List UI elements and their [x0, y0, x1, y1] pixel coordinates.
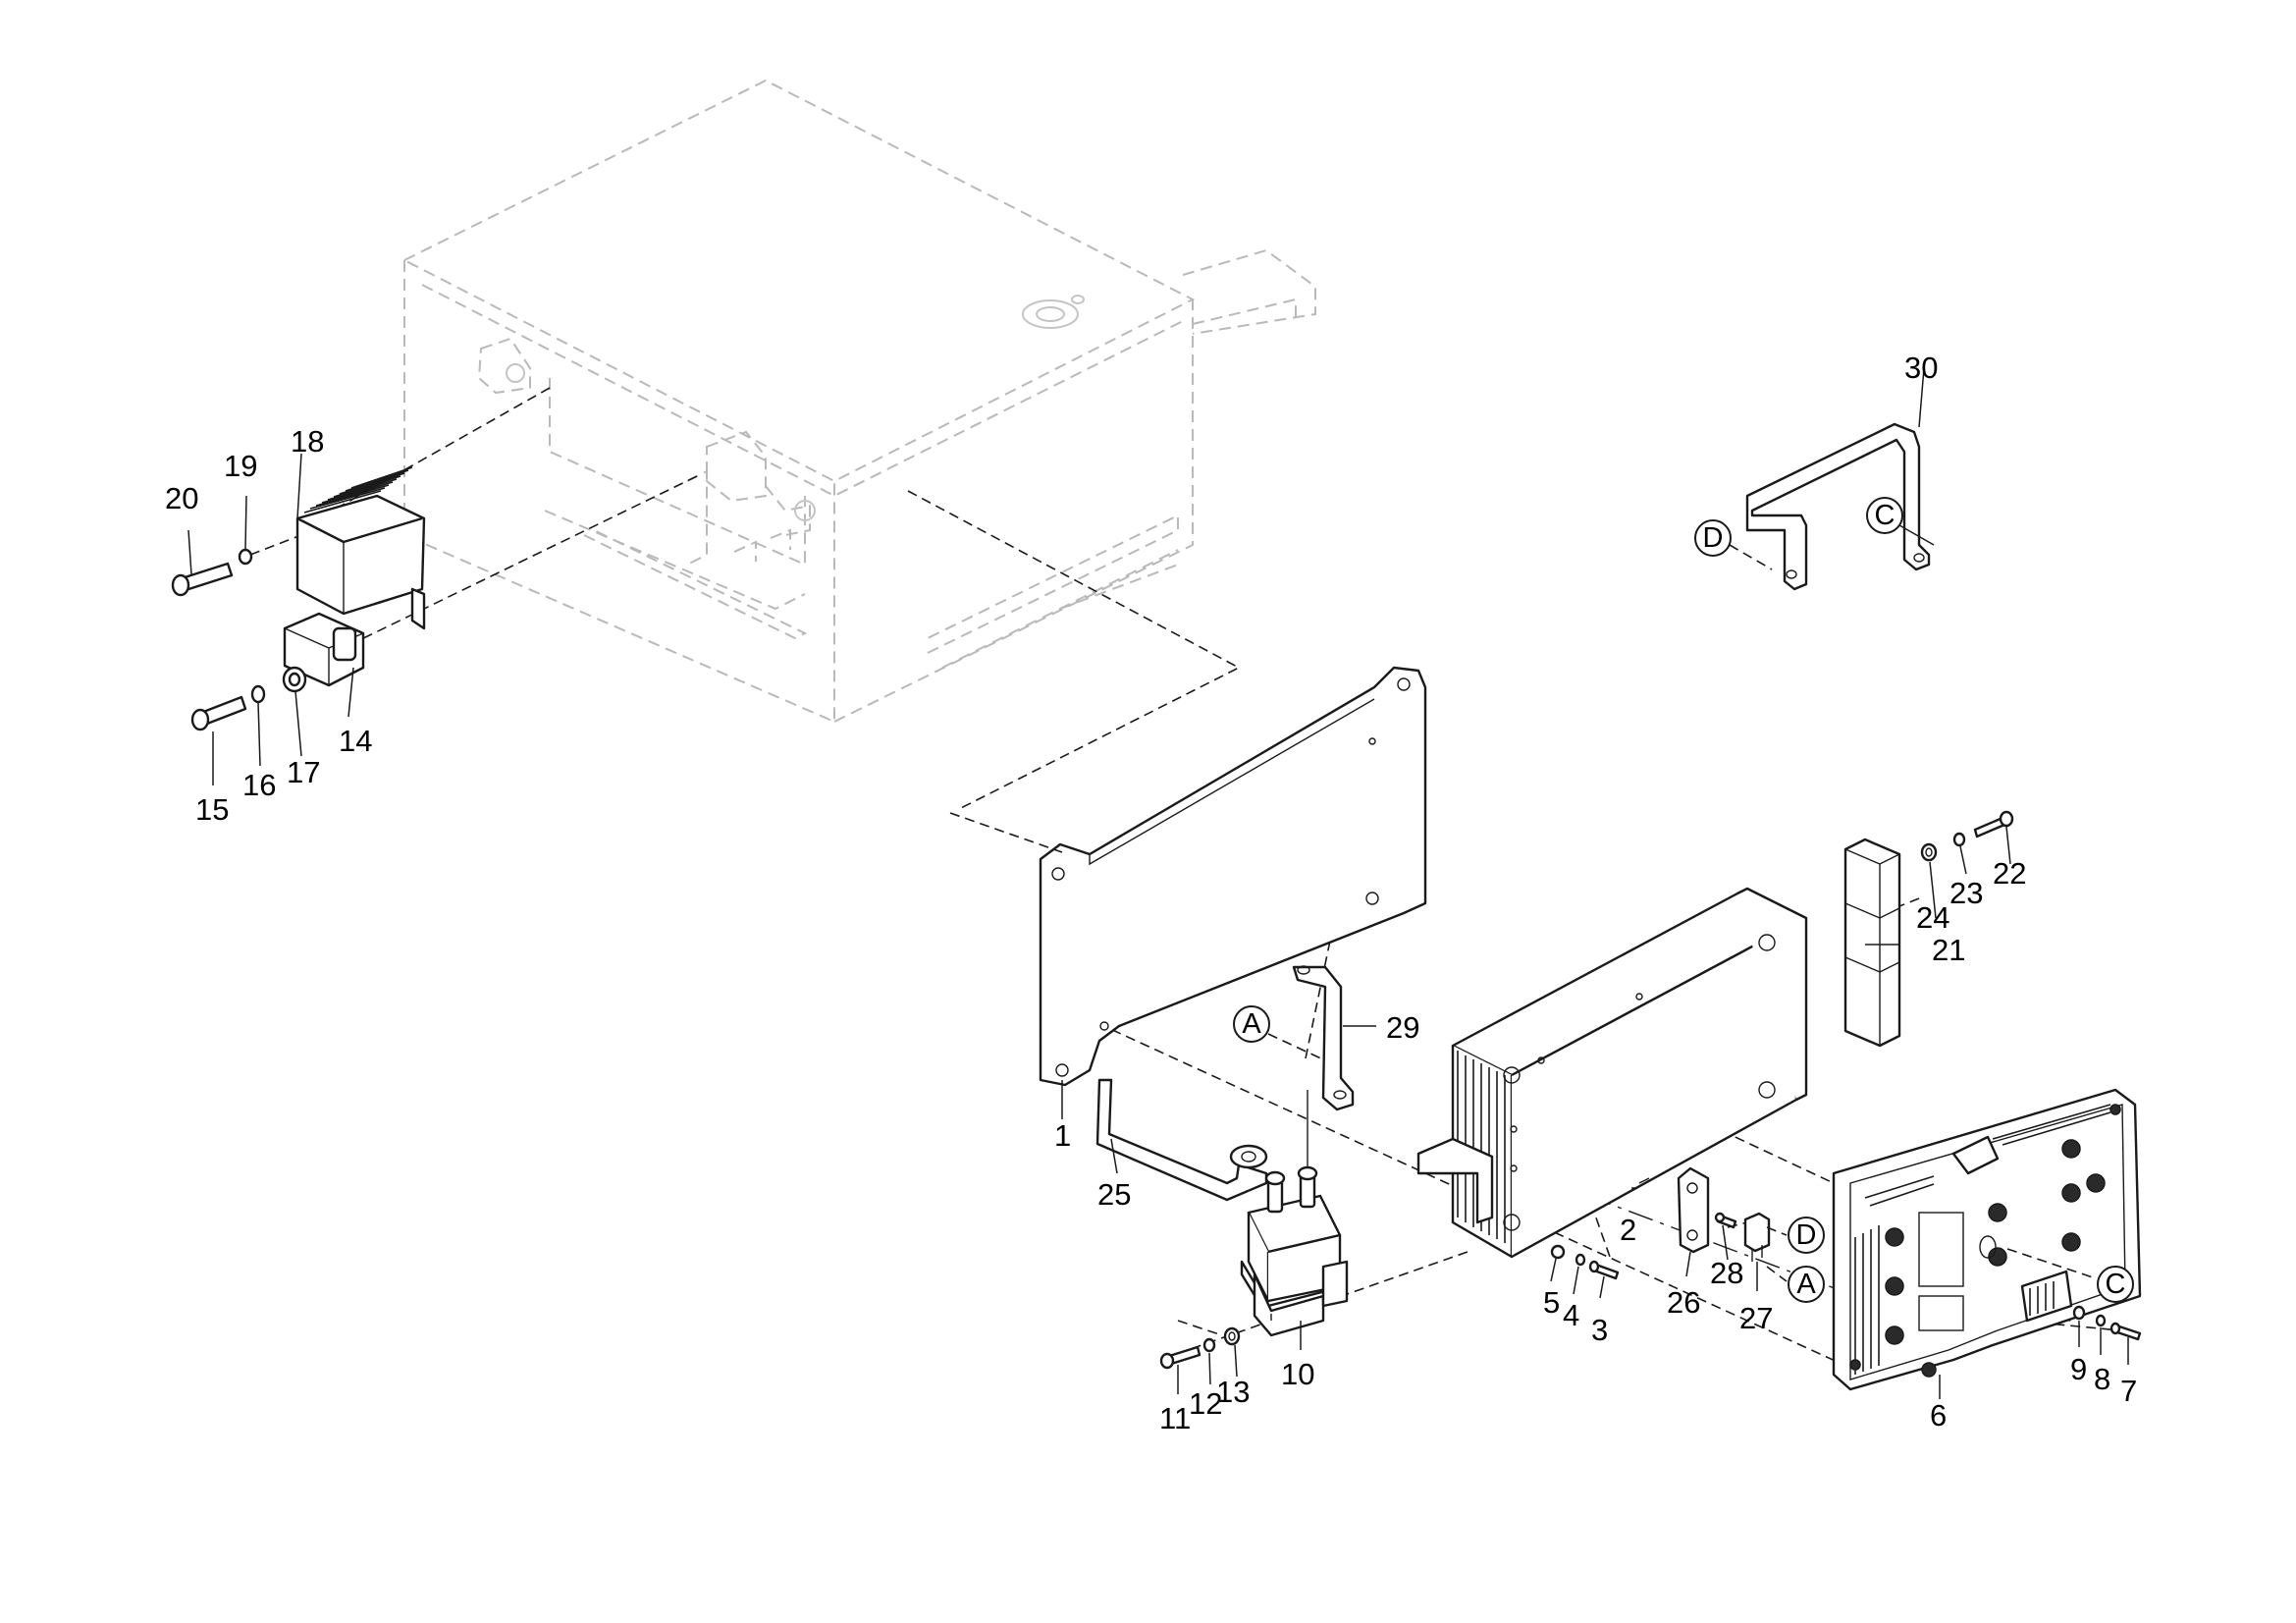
- callout-12: 12: [1189, 1386, 1222, 1421]
- part-14-clamp: [283, 612, 365, 687]
- callout-15: 15: [195, 792, 229, 827]
- callout-25: 25: [1097, 1177, 1131, 1212]
- callout-10: 10: [1281, 1357, 1314, 1391]
- callout-leaders: [187, 367, 2129, 1399]
- callout-24: 24: [1916, 900, 1949, 935]
- callout-20: 20: [165, 481, 198, 515]
- callout-23: 23: [1949, 876, 1983, 910]
- part-8-washer: [2095, 1314, 2107, 1327]
- svg-text:C: C: [2106, 1269, 2126, 1300]
- callout-5: 5: [1543, 1285, 1560, 1320]
- part-2-heatsink: [1416, 887, 1808, 1259]
- callout-1: 1: [1054, 1118, 1071, 1153]
- ref-d-bracket: D: [1694, 519, 1773, 570]
- part-9-washer: [2072, 1305, 2086, 1321]
- callout-21: 21: [1932, 933, 1965, 967]
- part-16-washer: [250, 684, 266, 704]
- part-11-screw: [1159, 1345, 1201, 1370]
- part-27-fuse: [1743, 1212, 1771, 1262]
- part-6-controller: [1832, 1088, 2142, 1391]
- callout-2: 2: [1620, 1213, 1636, 1247]
- part-28-screw: [1714, 1212, 1737, 1229]
- reference-markers: A A D D C C: [1233, 497, 2134, 1303]
- part-4-washer: [1575, 1253, 1586, 1267]
- part-12-washer: [1202, 1337, 1216, 1353]
- callout-30: 30: [1904, 351, 1938, 385]
- part-1-mounting-plate: [949, 666, 1427, 1087]
- part-17-washer: [282, 666, 307, 693]
- ref-c-bracket: C: [1866, 497, 1935, 546]
- part-5-washer: [1550, 1244, 1566, 1260]
- callout-9: 9: [2070, 1352, 2087, 1386]
- part-24-washer: [1920, 842, 1938, 862]
- part-23-washer: [1952, 832, 1966, 847]
- part-21-modules: [1843, 838, 1901, 1048]
- svg-text:A: A: [1796, 1269, 1816, 1300]
- callout-8: 8: [2094, 1362, 2110, 1396]
- callout-4: 4: [1563, 1298, 1579, 1332]
- ref-c-controller: C: [2006, 1248, 2134, 1303]
- part-19-washer: [238, 548, 253, 566]
- ref-a-cable: A: [1766, 1266, 1825, 1303]
- callout-22: 22: [1993, 856, 2026, 891]
- part-18-heatsink-block: [295, 466, 426, 630]
- callout-16: 16: [242, 768, 276, 802]
- part-29-bracket: [1292, 965, 1355, 1111]
- part-30-bus-bar: [1745, 422, 1931, 591]
- part-3-screw: [1588, 1260, 1620, 1280]
- svg-text:C: C: [1875, 500, 1896, 531]
- callout-19: 19: [224, 449, 257, 483]
- part-13-washer: [1223, 1326, 1241, 1346]
- part-7-screw: [2109, 1322, 2142, 1341]
- callout-28: 28: [1710, 1256, 1743, 1290]
- svg-text:A: A: [1242, 1008, 1261, 1040]
- part-10-contactor: [1240, 1090, 1349, 1337]
- callout-18: 18: [291, 424, 324, 459]
- part-25-bracket: [1095, 1078, 1268, 1202]
- callout-14: 14: [339, 724, 372, 758]
- callout-27: 27: [1739, 1301, 1773, 1335]
- svg-text:D: D: [1796, 1219, 1817, 1251]
- part-15-screw: [190, 695, 247, 731]
- part-22-screw: [1973, 810, 2014, 839]
- ref-d-cable: D: [1766, 1217, 1825, 1254]
- ref-a-bracket: A: [1233, 1005, 1326, 1061]
- callout-7: 7: [2120, 1374, 2137, 1408]
- callout-17: 17: [287, 755, 320, 789]
- callout-6: 6: [1930, 1398, 1947, 1433]
- callout-11: 11: [1159, 1401, 1191, 1435]
- part-20-screw: [171, 562, 234, 597]
- callout-26: 26: [1667, 1285, 1700, 1320]
- callout-labels: 1 2 3 4 5 6 7 8 9 10 11 12 13 14 15 16 1…: [165, 351, 2137, 1435]
- svg-text:D: D: [1703, 522, 1724, 554]
- phantom-housing: [401, 79, 1316, 724]
- callout-13: 13: [1216, 1375, 1250, 1409]
- callout-29: 29: [1386, 1010, 1419, 1045]
- callout-3: 3: [1591, 1313, 1608, 1347]
- part-26-fuse-holder: [1677, 1166, 1710, 1254]
